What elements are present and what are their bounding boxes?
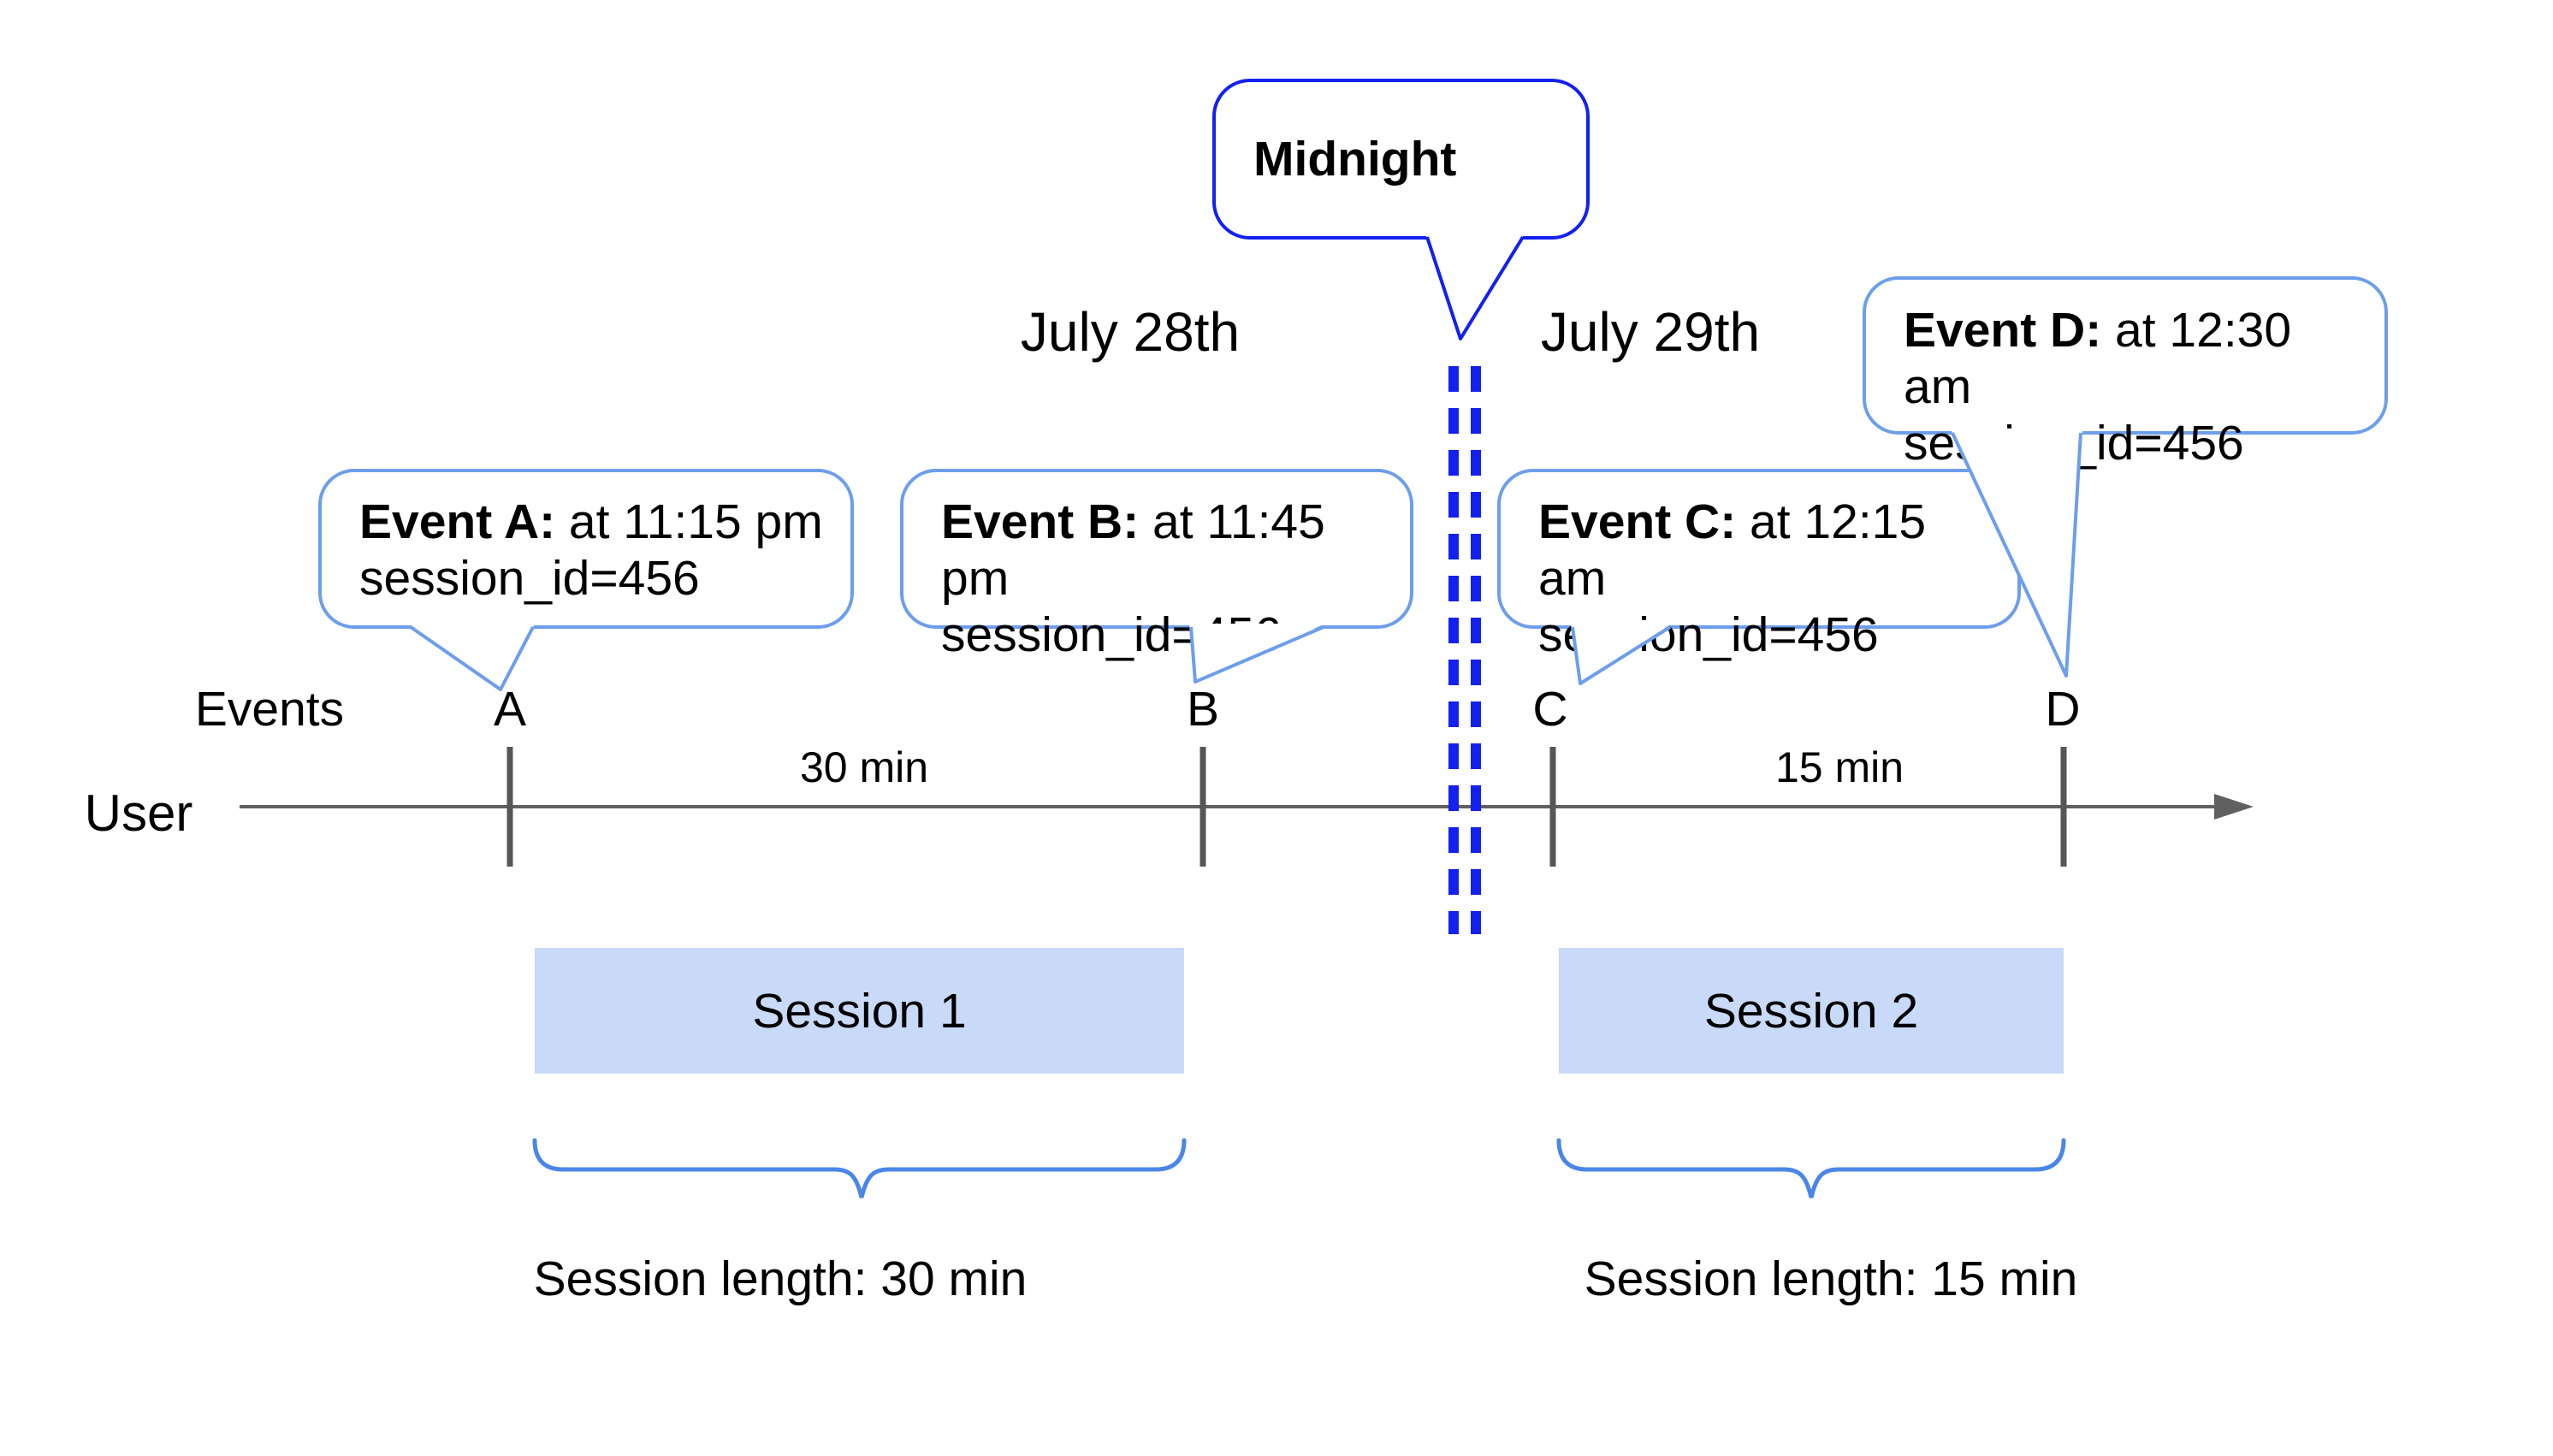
timeline-arrowhead-icon — [2214, 794, 2254, 820]
midnight-callout: Midnight — [1212, 79, 1590, 240]
interval-30min-label: 30 min — [799, 743, 929, 791]
session-1-brace — [532, 1138, 1187, 1199]
event-c-time: at 12:15 am — [1538, 494, 1927, 606]
event-a-time: at 11:15 pm — [555, 494, 823, 549]
event-b-time: at 11:45 pm — [941, 494, 1325, 606]
tick-d-label: D — [2045, 682, 2081, 737]
session-2-bar — [1559, 948, 2064, 1074]
session-2-length-label: Session length: 15 min — [1584, 1252, 2078, 1306]
session-1-bar — [535, 948, 1184, 1074]
midnight-label: Midnight — [1253, 132, 1457, 186]
session-1-length-label: Session length: 30 min — [533, 1252, 1028, 1306]
tick-b-label: B — [1186, 682, 1220, 737]
date-july-28-label: July 28th — [1020, 301, 1241, 363]
interval-15min-label: 15 min — [1774, 743, 1904, 791]
session-2-brace — [1556, 1138, 2066, 1199]
event-c-title: Event C: — [1538, 494, 1737, 549]
session-1-label-box: Session 1 — [535, 948, 1184, 1074]
session-1-label: Session 1 — [752, 983, 967, 1039]
event-d-time: at 12:30 am — [1904, 303, 2292, 414]
event-a-title: Event A: — [359, 494, 556, 549]
session-2-label-box: Session 2 — [1559, 948, 2064, 1074]
event-c-session-id: session_id=456 — [1538, 607, 1879, 662]
event-d-title: Event D: — [1904, 303, 2102, 358]
event-a-session-id: session_id=456 — [359, 551, 700, 606]
tick-c-label: C — [1532, 682, 1568, 737]
event-d-session-id: session_id=456 — [1904, 416, 2244, 471]
user-axis-label: User — [84, 784, 193, 842]
event-b-title: Event B: — [941, 494, 1140, 549]
session-2-label: Session 2 — [1703, 983, 1919, 1039]
events-axis-label: Events — [194, 682, 345, 737]
date-july-29-label: July 29th — [1540, 301, 1761, 363]
event-b-session-id: session_id=456 — [941, 607, 1282, 662]
tick-a-label: A — [493, 682, 527, 737]
